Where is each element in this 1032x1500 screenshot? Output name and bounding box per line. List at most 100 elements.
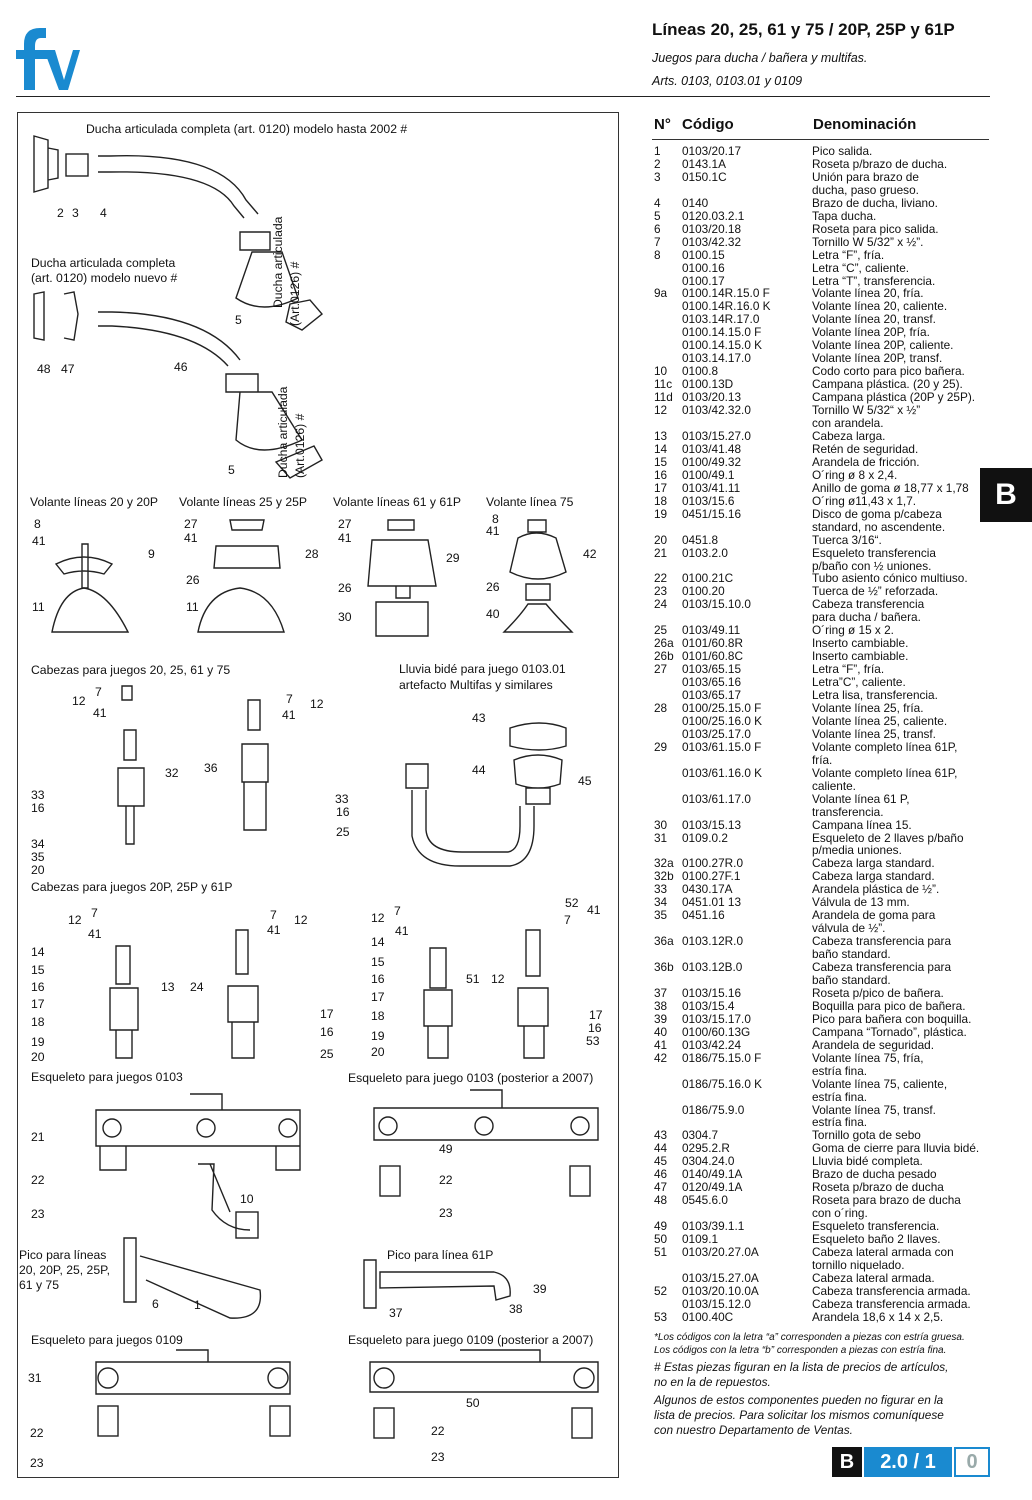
callout-label: 44 — [472, 763, 486, 777]
part-description: Volante línea 20, transf. — [812, 312, 936, 327]
part-number: 13 — [654, 428, 668, 443]
part-number — [654, 754, 682, 767]
part-code: 0120/49.1A — [682, 1180, 743, 1195]
callout-label: 22 — [31, 1173, 45, 1187]
part-code: 0103.2.0 — [682, 545, 728, 560]
page-subtitle: Juegos para ducha / bañera y multifas. — [652, 51, 868, 65]
callout-label: 41 — [93, 706, 107, 720]
part-description: Codo corto para pico bañera. — [812, 364, 965, 379]
part-code: 0103/15.10.0 — [682, 597, 751, 612]
part-code: 0103/41.48 — [682, 441, 742, 456]
side-caption-ducha-1b: (Art.0126) # — [288, 261, 302, 326]
callout-label: 15 — [371, 955, 385, 969]
callout-label: 21 — [31, 1130, 45, 1144]
part-description: Arandela de seguridad. — [812, 1037, 934, 1052]
part-number: 30 — [654, 817, 668, 832]
part-code: 0186/75.16.0 K — [682, 1076, 763, 1091]
page-section: B — [832, 1447, 862, 1477]
part-number: 28 — [654, 700, 668, 715]
part-description: baño standard. — [812, 947, 891, 962]
part-description: Cabeza transferencia para — [812, 960, 952, 975]
callout-label: 11 — [32, 600, 45, 614]
part-description: Arandela 18,6 x 14 x 2,5. — [812, 1309, 944, 1324]
part-code: 0103/15.4 — [682, 998, 735, 1013]
part-description: Tubo asiento cónico multiuso. — [812, 571, 968, 586]
part-number: 47 — [654, 1180, 668, 1195]
part-code: 0103/41.11 — [682, 480, 741, 495]
part-description: Roseta p/brazo de ducha — [812, 1180, 944, 1195]
note-hash-1: # Estas piezas figuran en la lista de pr… — [654, 1360, 949, 1374]
callout-label: 24 — [190, 980, 204, 994]
part-description: Cabeza transferencia — [812, 597, 925, 612]
part-description: Volante línea 20P, fría. — [812, 325, 930, 340]
part-code — [682, 780, 812, 793]
callout-label: 12 — [491, 972, 505, 986]
table-row: p/baño con ½ uniones. — [654, 559, 998, 573]
part-code: 0100/49.1 — [682, 467, 735, 482]
part-code: 0451.16 — [682, 908, 725, 923]
callout-label: 15 — [31, 963, 45, 977]
callout-label: 10 — [240, 1192, 254, 1206]
callout-label: 4 — [100, 206, 107, 220]
callout-label: 17 — [31, 997, 45, 1011]
part-description: Esqueleto transferencia — [812, 545, 936, 560]
caption-pico-1: Pico para líneas — [19, 1248, 107, 1262]
callout-label: 38 — [509, 1302, 523, 1316]
page-number: 2.0 / 1 — [864, 1447, 952, 1477]
part-number: 50 — [654, 1232, 668, 1247]
caption-ducha-nuevo-1: Ducha articulada completa — [31, 256, 176, 270]
part-description: Volante línea 20, caliente. — [812, 299, 948, 314]
caption-ducha-nuevo-2: (art. 0120) modelo nuevo # — [31, 271, 178, 285]
part-description: Cabeza lateral armada. — [812, 1270, 935, 1285]
callout-label: 8 — [34, 517, 41, 531]
part-code: 0120.03.2.1 — [682, 208, 745, 223]
table-row: estría fina. — [654, 1064, 998, 1078]
part-code — [682, 1065, 812, 1078]
part-description: Cabeza transferencia para — [812, 934, 952, 949]
callout-label: 7 — [564, 913, 571, 927]
caption-pico-61p: Pico para línea 61P — [387, 1248, 494, 1262]
part-description: Disco de goma p/cabeza — [812, 506, 942, 521]
part-code: 0103/65.17 — [682, 688, 742, 703]
callout-label: 41 — [486, 524, 500, 538]
part-code: 0103/15.27.0 — [682, 428, 751, 443]
part-code: 0295.2.R — [682, 1141, 730, 1156]
part-code: 0100.16 — [682, 260, 725, 275]
callout-label: 41 — [88, 927, 102, 941]
part-description: Roseta p/pico de bañera. — [812, 985, 944, 1000]
callout-label: 6 — [152, 1297, 159, 1311]
article-numbers: Arts. 0103, 0103.01 y 0109 — [652, 74, 803, 88]
part-code — [682, 1259, 812, 1272]
part-description: Tornillo W 5/32” x ½”. — [812, 234, 924, 249]
callout-label: 20 — [31, 863, 45, 877]
callout-label: 22 — [439, 1173, 453, 1187]
callout-label: 42 — [583, 547, 597, 561]
callout-label: 41 — [338, 531, 352, 545]
part-number: 7 — [654, 234, 661, 249]
part-description: Unión para brazo de — [812, 169, 919, 184]
part-code: 0101/60.8R — [682, 636, 744, 651]
callout-label: 16 — [371, 972, 385, 986]
